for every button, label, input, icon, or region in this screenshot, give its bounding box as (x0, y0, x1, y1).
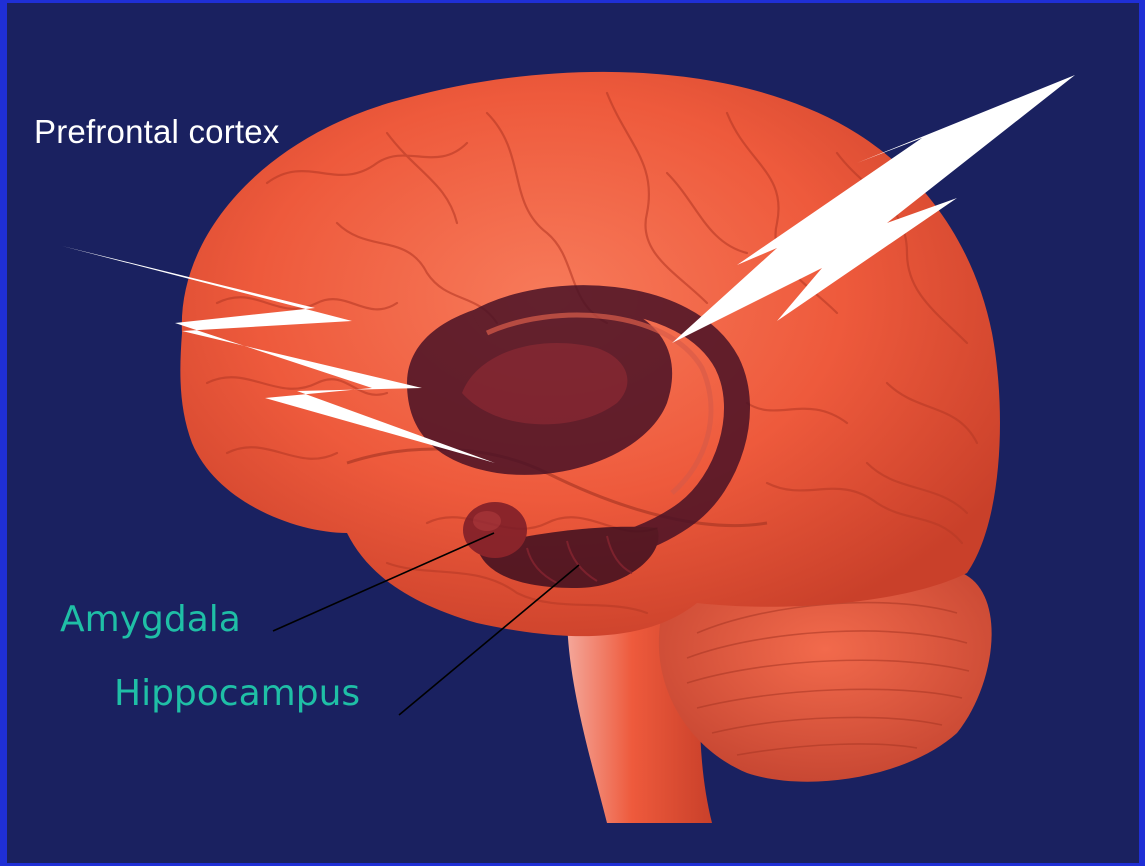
prefrontal-cortex-label: Prefrontal cortex (34, 113, 280, 151)
amygdala-structure (463, 502, 527, 558)
hippocampus-label: Hippocampus (114, 673, 360, 714)
amygdala-label: Amygdala (60, 599, 241, 640)
